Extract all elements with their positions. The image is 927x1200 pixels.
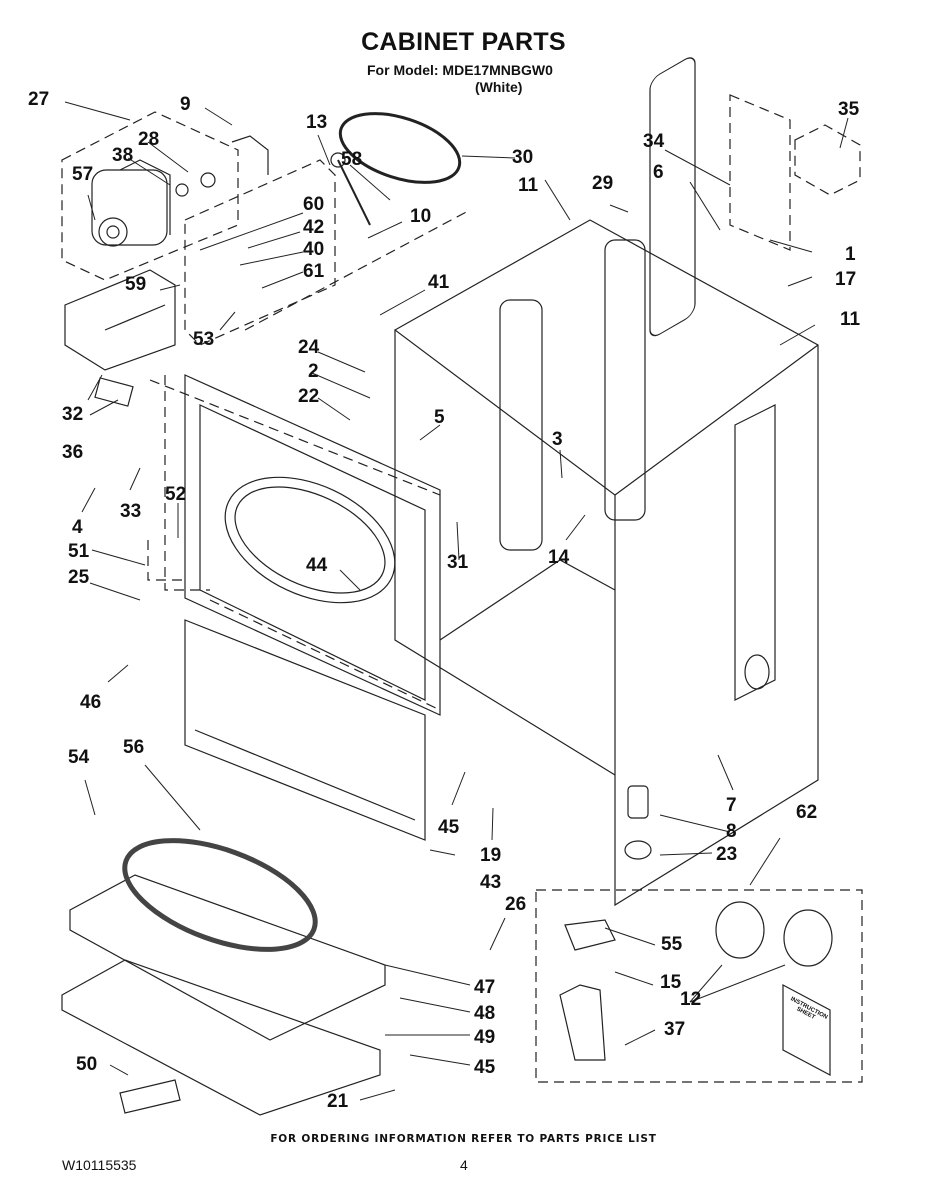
front-panel [184, 374, 441, 716]
part-label-3: 3 [552, 429, 563, 450]
hinge-guide [147, 540, 185, 581]
model-color: (White) [475, 79, 523, 95]
part-label-37: 37 [664, 1019, 686, 1040]
part-label-21: 21 [327, 1091, 349, 1112]
part-label-36: 36 [62, 442, 84, 463]
front-panel-guide [164, 375, 210, 591]
part-label-59: 59 [125, 274, 147, 295]
part-label-48: 48 [474, 1003, 496, 1024]
part-label-38: 38 [112, 145, 134, 166]
leveling-leg [624, 785, 652, 860]
part-label-58: 58 [341, 149, 363, 170]
part-label-15: 15 [660, 972, 682, 993]
part-label-52: 52 [165, 484, 187, 505]
connector-group [794, 124, 861, 196]
page-number: 4 [460, 1157, 468, 1173]
cabinet-body [393, 57, 819, 907]
part-label-19: 19 [480, 845, 502, 866]
motor-mount [64, 269, 176, 407]
idler-pulley [330, 152, 346, 168]
part-label-34: 34 [643, 131, 665, 152]
part-label-30: 30 [512, 147, 534, 168]
part-label-11-top: 11 [518, 175, 539, 196]
part-label-40: 40 [303, 239, 325, 260]
drive-motor [91, 159, 216, 247]
install-kit-group [535, 889, 863, 1083]
guide-line-a [149, 379, 441, 496]
motor-assembly-group [61, 111, 239, 281]
drive-belt [338, 112, 462, 184]
model-number: For Model: MDE17MNBGW0 [367, 62, 553, 78]
part-label-14: 14 [548, 547, 570, 568]
part-label-61: 61 [303, 261, 325, 282]
part-label-54: 54 [68, 747, 90, 768]
motor-clamp [231, 135, 269, 175]
foot-pad [119, 1079, 181, 1114]
part-label-29: 29 [592, 173, 614, 194]
part-label-5: 5 [434, 407, 445, 428]
part-label-50: 50 [76, 1054, 98, 1075]
ordering-note: FOR ORDERING INFORMATION REFER TO PARTS … [270, 1133, 657, 1145]
part-label-35: 35 [838, 99, 860, 120]
part-label-42: 42 [303, 217, 325, 238]
part-label-31: 31 [447, 552, 469, 573]
leader-lines [64, 101, 849, 1101]
part-label-8: 8 [726, 821, 737, 842]
part-label-47: 47 [474, 977, 496, 998]
part-label-12: 12 [680, 989, 702, 1010]
part-label-51: 51 [68, 541, 90, 562]
part-label-28: 28 [138, 129, 160, 150]
terminal-group [729, 94, 791, 251]
part-label-17: 17 [835, 269, 857, 290]
part-label-24: 24 [298, 337, 320, 358]
toe-panel [184, 619, 426, 841]
part-label-46: 46 [80, 692, 102, 713]
part-label-41: 41 [428, 272, 450, 293]
part-label-22: 22 [298, 386, 320, 407]
part-label-6: 6 [653, 162, 664, 183]
part-label-56: 56 [123, 737, 145, 758]
part-label-55: 55 [661, 934, 683, 955]
base-assembly [61, 838, 386, 1116]
guide-line-c [244, 209, 471, 331]
part-label-9: 9 [180, 94, 191, 115]
part-label-7: 7 [726, 795, 737, 816]
part-label-33: 33 [120, 501, 142, 522]
part-label-10: 10 [410, 206, 432, 227]
part-label-43: 43 [480, 872, 502, 893]
diagram-title: CABINET PARTS [361, 28, 566, 56]
part-label-32: 32 [62, 404, 84, 425]
part-label-11-right: 11 [840, 309, 861, 330]
part-label-13: 13 [306, 112, 328, 133]
part-label-25: 25 [68, 567, 90, 588]
part-label-44: 44 [306, 555, 328, 576]
part-label-23: 23 [716, 844, 738, 865]
part-label-26: 26 [505, 894, 527, 915]
part-label-4: 4 [72, 517, 83, 538]
assembly-group-outlines [61, 94, 863, 1083]
part-label-27: 27 [28, 89, 50, 110]
part-label-45-lower: 45 [474, 1057, 496, 1078]
part-label-45-upper: 45 [438, 817, 460, 838]
part-label-57: 57 [72, 164, 94, 185]
part-label-60: 60 [303, 194, 325, 215]
document-number: W10115535 [62, 1157, 137, 1173]
part-label-2: 2 [308, 361, 319, 382]
part-label-49: 49 [474, 1027, 496, 1048]
part-label-1: 1 [845, 244, 856, 265]
switch-assembly-group [184, 159, 336, 346]
idler-arm [337, 159, 371, 226]
install-kit-items [559, 901, 833, 1076]
part-label-53: 53 [193, 329, 215, 350]
guide-line-b [209, 599, 441, 711]
part-label-62: 62 [796, 802, 818, 823]
